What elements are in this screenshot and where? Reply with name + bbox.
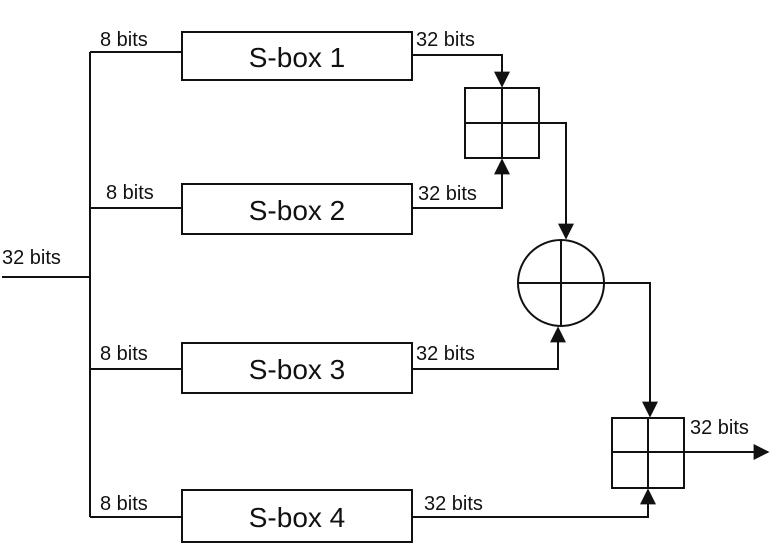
- sbox-3-input-label: 8 bits: [100, 343, 148, 365]
- input-bits-label: 32 bits: [2, 247, 61, 269]
- xor-to-add-arrow: [604, 282, 658, 418]
- sbox-2-to-add-arrow: [412, 158, 510, 209]
- sbox-1-box: [181, 31, 413, 81]
- sbox-3-to-xor-arrow: [412, 326, 566, 370]
- sbox-2: 8 bits S-box 2 32 bits: [90, 182, 477, 235]
- sbox-1-to-add-arrow: [412, 54, 510, 88]
- sbox-4: 8 bits S-box 4 32 bits: [90, 489, 483, 543]
- sbox-4-to-add-arrow: [412, 488, 656, 518]
- sbox-2-input-label: 8 bits: [106, 182, 154, 204]
- sbox-2-output-label: 32 bits: [418, 183, 477, 205]
- sbox-4-label: S-box 4: [249, 502, 346, 533]
- sbox-4-output-label: 32 bits: [424, 493, 483, 515]
- sbox-1-input-label: 8 bits: [100, 29, 148, 51]
- sbox-3: 8 bits S-box 3 32 bits: [90, 342, 475, 394]
- sbox-3-box: [181, 342, 413, 394]
- sbox-4-box: [181, 489, 413, 543]
- add-to-xor-arrow: [539, 122, 574, 240]
- sbox-2-box: [181, 183, 413, 235]
- sbox-1-output-label: 32 bits: [416, 29, 475, 51]
- circled-plus-icon: [517, 239, 605, 327]
- sbox-4-input-label: 8 bits: [100, 493, 148, 515]
- sbox-2-label: S-box 2: [249, 195, 346, 226]
- sbox-3-label: S-box 3: [249, 354, 346, 385]
- sbox-1-label: S-box 1: [249, 42, 346, 73]
- boxed-plus-icon: [464, 87, 540, 159]
- output-bits-label: 32 bits: [690, 417, 749, 439]
- boxed-plus-icon: [611, 417, 685, 489]
- input-group: 32 bits: [2, 247, 90, 278]
- sbox-1: 8 bits S-box 1 32 bits: [90, 29, 475, 81]
- sbox-3-output-label: 32 bits: [416, 343, 475, 365]
